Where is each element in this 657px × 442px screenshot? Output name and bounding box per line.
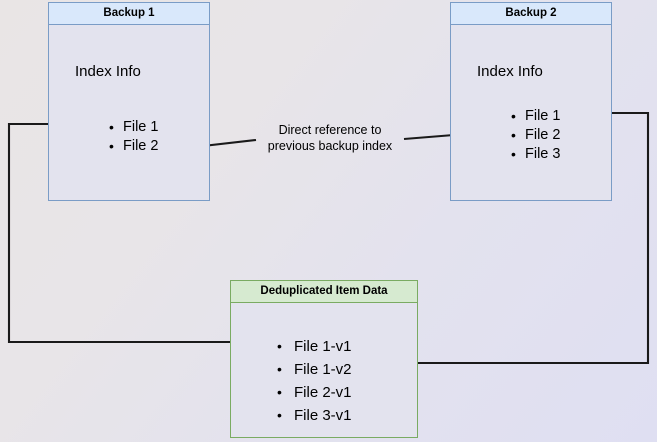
backup2-body: Index Info File 1 File 2 File 3 xyxy=(451,25,611,200)
backup2-box[interactable]: Backup 2 Index Info File 1 File 2 File 3 xyxy=(450,2,612,201)
list-item: File 1-v1 xyxy=(277,335,352,358)
list-item: File 3 xyxy=(511,145,560,164)
backup2-header: Backup 2 xyxy=(451,3,611,25)
backup2-index-info-label: Index Info xyxy=(477,63,543,80)
deduplicated-item-data-box[interactable]: Deduplicated Item Data File 1-v1 File 1-… xyxy=(230,280,418,438)
list-item: File 2 xyxy=(109,137,158,156)
backup1-header: Backup 1 xyxy=(49,3,209,25)
backup1-box[interactable]: Backup 1 Index Info File 1 File 2 xyxy=(48,2,210,201)
direct-reference-annotation: Direct reference to previous backup inde… xyxy=(248,122,412,154)
backup1-index-info-label: Index Info xyxy=(75,63,141,80)
backup1-body: Index Info File 1 File 2 xyxy=(49,25,209,200)
deduplicated-item-data-body: File 1-v1 File 1-v2 File 2-v1 File 3-v1 xyxy=(231,303,417,437)
direct-reference-line-2: previous backup index xyxy=(267,139,393,153)
list-item: File 2 xyxy=(511,126,560,145)
backup2-file-list: File 1 File 2 File 3 xyxy=(493,107,560,164)
list-item: File 2-v1 xyxy=(277,381,352,404)
list-item: File 1 xyxy=(511,107,560,126)
direct-reference-line-1: Direct reference to xyxy=(278,123,382,137)
dedup-file-list: File 1-v1 File 1-v2 File 2-v1 File 3-v1 xyxy=(259,335,352,427)
list-item: File 3-v1 xyxy=(277,404,352,427)
backup1-file-list: File 1 File 2 xyxy=(91,118,158,156)
list-item: File 1-v2 xyxy=(277,358,352,381)
list-item: File 1 xyxy=(109,118,158,137)
deduplicated-item-data-header: Deduplicated Item Data xyxy=(231,281,417,303)
